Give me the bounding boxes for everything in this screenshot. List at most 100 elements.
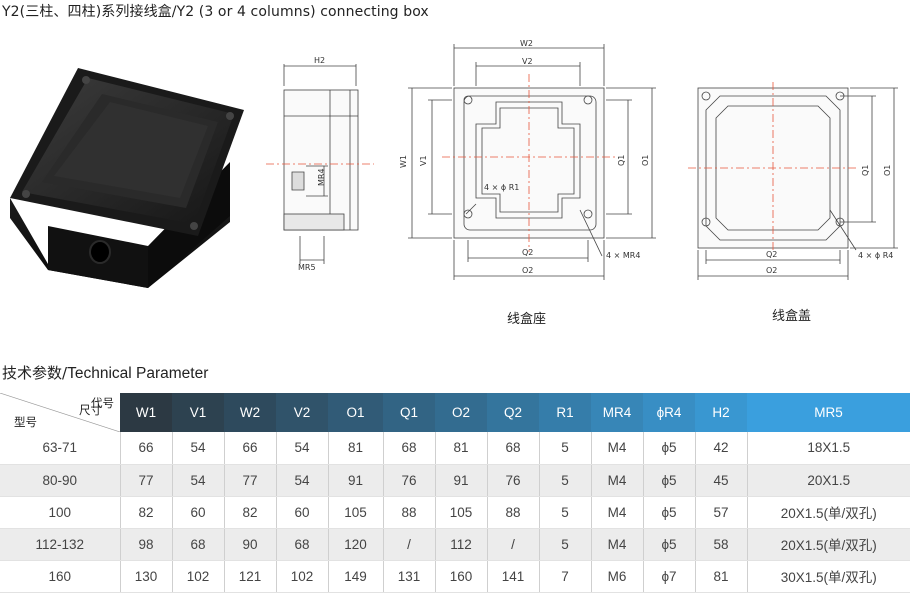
model-cell: 112-132 xyxy=(0,528,121,561)
column-header: O1 xyxy=(328,393,383,432)
value-cell: 88 xyxy=(487,496,540,529)
value-cell: M4 xyxy=(591,496,644,529)
column-header: W2 xyxy=(224,393,276,432)
o1-label: O1 xyxy=(883,165,892,176)
section-title: 技术参数/Technical Parameter xyxy=(2,364,209,382)
value-cell: 54 xyxy=(276,432,329,465)
value-cell: 42 xyxy=(695,432,748,465)
column-header: H2 xyxy=(695,393,747,432)
value-cell: 18X1.5 xyxy=(747,432,910,465)
value-cell: 66 xyxy=(120,432,173,465)
column-header: MR5 xyxy=(747,393,910,432)
value-cell: 130 xyxy=(120,560,173,593)
model-cell: 63-71 xyxy=(0,432,121,465)
value-cell: 131 xyxy=(383,560,436,593)
value-cell: 66 xyxy=(224,432,277,465)
value-cell: 81 xyxy=(435,432,488,465)
value-cell: 58 xyxy=(695,528,748,561)
value-cell: ϕ5 xyxy=(643,432,696,465)
value-cell: 54 xyxy=(276,464,329,497)
value-cell: 20X1.5(单/双孔) xyxy=(747,496,910,529)
q2-label: Q2 xyxy=(522,248,533,257)
value-cell: 60 xyxy=(172,496,225,529)
mr5-label: MR5 xyxy=(298,263,316,272)
column-header: R1 xyxy=(539,393,591,432)
column-header: Q1 xyxy=(383,393,435,432)
value-cell: 30X1.5(单/双孔) xyxy=(747,560,910,593)
value-cell: 120 xyxy=(328,528,384,561)
mr4-label: MR4 xyxy=(317,168,326,186)
value-cell: 76 xyxy=(487,464,540,497)
value-cell: 82 xyxy=(120,496,173,529)
value-cell: 81 xyxy=(328,432,384,465)
v1-label: V1 xyxy=(419,155,428,166)
column-header: MR4 xyxy=(591,393,643,432)
value-cell: 105 xyxy=(328,496,384,529)
column-header: ϕR4 xyxy=(643,393,695,432)
value-cell: 82 xyxy=(224,496,277,529)
value-cell: 91 xyxy=(328,464,384,497)
model-cell: 100 xyxy=(0,496,121,529)
page-title: Y2(三柱、四柱)系列接线盒/Y2 (3 or 4 columns) conne… xyxy=(2,4,429,20)
column-header: V1 xyxy=(172,393,224,432)
value-cell: M4 xyxy=(591,528,644,561)
junction-box-photo xyxy=(10,68,244,288)
column-header: Q2 xyxy=(487,393,539,432)
value-cell: / xyxy=(383,528,436,561)
value-cell: 149 xyxy=(328,560,384,593)
model-cell: 80-90 xyxy=(0,464,121,497)
value-cell: 112 xyxy=(435,528,488,561)
value-cell: ϕ5 xyxy=(643,496,696,529)
value-cell: 20X1.5(单/双孔) xyxy=(747,528,910,561)
value-cell: 88 xyxy=(383,496,436,529)
column-header: O2 xyxy=(435,393,487,432)
value-cell: M4 xyxy=(591,432,644,465)
value-cell: 60 xyxy=(276,496,329,529)
value-cell: 77 xyxy=(120,464,173,497)
value-cell: 105 xyxy=(435,496,488,529)
o2-label: O2 xyxy=(522,266,533,275)
value-cell: 160 xyxy=(435,560,488,593)
q2-label: Q2 xyxy=(766,250,777,259)
value-cell: 45 xyxy=(695,464,748,497)
base-drawing: W2 V2 W1 V1 Q1 O1 Q2 O2 4 × ϕ R1 4 × MR4 xyxy=(399,39,656,280)
mr4-label: 4 × MR4 xyxy=(606,251,640,260)
value-cell: 77 xyxy=(224,464,277,497)
h2-label: H2 xyxy=(314,56,325,65)
value-cell: 91 xyxy=(435,464,488,497)
value-cell: M6 xyxy=(591,560,644,593)
v2-label: V2 xyxy=(522,57,533,66)
value-cell: 54 xyxy=(172,464,225,497)
side-view-drawing: H2 MR4 MR5 xyxy=(266,56,374,272)
r1-label: 4 × ϕ R1 xyxy=(484,183,519,192)
value-cell: 5 xyxy=(539,464,592,497)
value-cell: ϕ5 xyxy=(643,464,696,497)
o1-label: O1 xyxy=(641,155,650,166)
value-cell: 5 xyxy=(539,432,592,465)
value-cell: 7 xyxy=(539,560,592,593)
value-cell: 68 xyxy=(487,432,540,465)
value-cell: 68 xyxy=(172,528,225,561)
value-cell: 76 xyxy=(383,464,436,497)
o2-label: O2 xyxy=(766,266,777,275)
lid-caption: 线盒盖 xyxy=(772,309,812,324)
model-cell: 160 xyxy=(0,560,121,593)
base-caption: 线盒座 xyxy=(507,312,547,327)
value-cell: 57 xyxy=(695,496,748,529)
q1-label: Q1 xyxy=(617,155,626,166)
value-cell: 20X1.5 xyxy=(747,464,910,497)
value-cell: ϕ5 xyxy=(643,528,696,561)
lid-drawing: Q1 O1 Q2 O2 4 × ϕ R4 xyxy=(688,82,898,280)
value-cell: 141 xyxy=(487,560,540,593)
w2-label: W2 xyxy=(520,39,533,48)
value-cell: 54 xyxy=(172,432,225,465)
value-cell: 98 xyxy=(120,528,173,561)
column-header: V2 xyxy=(276,393,328,432)
value-cell: 68 xyxy=(383,432,436,465)
